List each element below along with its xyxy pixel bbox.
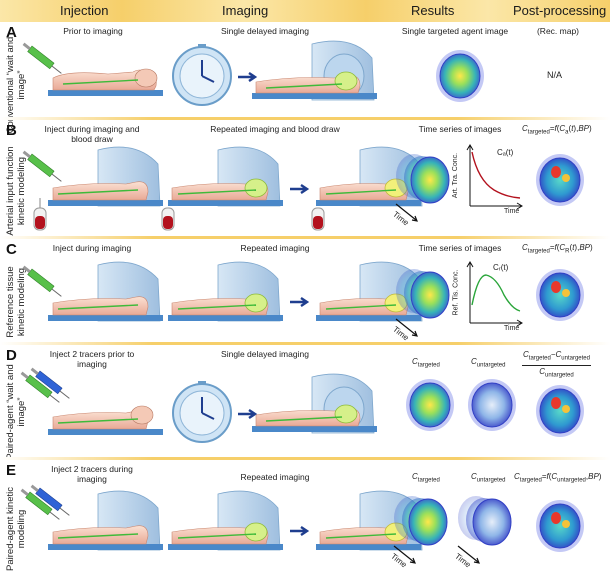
- results-caption: Time series of images: [418, 243, 502, 253]
- blood-tube-icon: [161, 207, 175, 231]
- arrow-icon: [238, 72, 258, 82]
- row-divider: [0, 457, 610, 460]
- syringe-icon: [22, 42, 62, 74]
- row-letter: A: [6, 24, 17, 41]
- arrow-icon: [238, 409, 258, 419]
- injection-caption: Inject 2 tracers prior to imaging: [49, 349, 135, 369]
- time-series-stack: [395, 269, 450, 337]
- injection-scene: [20, 367, 163, 435]
- results-caption: Single targeted agent image: [401, 26, 509, 36]
- row-a: A Conventional “wait and image” Prior to…: [0, 22, 610, 133]
- injection-scene: [22, 261, 163, 322]
- imaging-caption: Single delayed imaging: [221, 349, 309, 359]
- x-axis-label: Time: [504, 208, 520, 215]
- brain-map-icon: [406, 379, 454, 431]
- arrow-icon: [290, 297, 310, 307]
- row-divider: [0, 342, 610, 345]
- post-caption: (Rec. map): [536, 26, 580, 36]
- injection-scene: [22, 42, 163, 96]
- injection-scene: [22, 146, 163, 231]
- row-divider: [0, 117, 610, 120]
- result-untargeted-label: Cuntargeted: [471, 357, 506, 369]
- brain-map-icon: [410, 271, 450, 319]
- brain-map-icon: [468, 379, 516, 431]
- blood-tube-icon: [33, 198, 47, 231]
- row-divider: [0, 236, 610, 239]
- result-targeted-label: Ctargeted: [412, 472, 440, 484]
- row-b: B Arterial input function kinetic modeli…: [0, 120, 610, 236]
- injection-scene: [20, 484, 163, 551]
- scanner-scene: [252, 40, 377, 101]
- injection-caption: Inject during imaging and blood draw: [44, 124, 140, 144]
- curve-label: Cₐ(t): [497, 148, 514, 157]
- injection-caption: Inject during imaging: [52, 243, 132, 253]
- header-results: Results: [411, 3, 455, 18]
- row-letter: E: [6, 462, 17, 479]
- syringe-icon: [20, 371, 60, 403]
- syringe-icon: [20, 488, 60, 520]
- scanner-scene: [252, 373, 377, 434]
- row-d: D Paired-agent “wait and image” Inject 2…: [0, 345, 610, 460]
- brain-map-icon: [472, 498, 512, 546]
- curve-plot-icon: [466, 144, 523, 210]
- y-axis-label: Art. Tra. Conc.: [452, 152, 460, 199]
- row-e: E Paired-agent kinetic modeling Inject 2…: [0, 460, 610, 579]
- brain-map-icon: [536, 385, 584, 437]
- row-letter: D: [6, 347, 17, 364]
- curve-plot-icon: [466, 261, 523, 327]
- row-letter: B: [6, 122, 17, 139]
- brain-map-icon: [410, 156, 450, 204]
- blood-tube-icon: [311, 207, 325, 231]
- imaging-scene-1: [161, 146, 283, 231]
- imaging-caption: Single delayed imaging: [221, 26, 309, 36]
- patient-icon: [255, 71, 361, 94]
- row-letter: C: [6, 241, 17, 258]
- arrow-icon: [290, 184, 310, 194]
- header-imaging: Imaging: [222, 3, 269, 18]
- curve-label: Cᵣ(t): [493, 263, 509, 272]
- injection-caption: Prior to imaging: [63, 26, 123, 36]
- post-formula: Ctargeted=f(Cuntargeted,BP): [514, 472, 602, 484]
- header-post-processing: Post-processing: [513, 3, 607, 18]
- injection-caption: Inject 2 tracers during imaging: [51, 464, 133, 484]
- syringe-icon: [30, 367, 70, 399]
- time-series-stack: [395, 154, 450, 222]
- x-axis-label: Time: [504, 325, 520, 332]
- brain-map-icon: [536, 500, 584, 552]
- result-untargeted-label: Cuntargeted: [471, 472, 506, 484]
- header-bar: Injection Imaging Results Post-processin…: [0, 0, 610, 22]
- time-series-stack: [457, 496, 512, 564]
- row-label: Paired-agent kinetic modeling: [5, 487, 27, 571]
- brain-map-icon: [408, 498, 448, 546]
- imaging-caption: Repeated imaging: [240, 472, 310, 482]
- row-label: Paired-agent “wait and image”: [5, 364, 27, 460]
- brain-map-icon: [536, 154, 584, 206]
- time-series-stack: [393, 496, 448, 564]
- patient-icon: [48, 68, 163, 96]
- row-c: C Reference tissue kinetic modeling Inje…: [0, 239, 610, 342]
- result-targeted-label: Ctargeted: [412, 357, 440, 369]
- brain-map-icon: [536, 269, 584, 321]
- imaging-caption: Repeated imaging: [240, 243, 310, 253]
- post-formula: Ctargeted=f(CR(t),BP): [522, 243, 593, 255]
- syringe-icon: [30, 484, 70, 516]
- post-formula: Ctargeted−Cuntargeted Cuntargeted: [522, 350, 591, 379]
- row-label: Arterial input function kinetic modeling: [5, 146, 27, 236]
- imaging-caption: Repeated imaging and blood draw: [210, 124, 340, 134]
- syringe-icon: [22, 265, 62, 297]
- post-formula: Ctargeted=f(Ca(t),BP): [522, 124, 592, 136]
- arrow-icon: [290, 526, 310, 536]
- y-axis-label: Ref. Tis. Conc.: [452, 269, 460, 316]
- brain-map-icon: [436, 50, 484, 102]
- results-caption: Time series of images: [418, 124, 502, 134]
- clock-icon: [172, 381, 232, 443]
- syringe-icon: [22, 150, 62, 182]
- imaging-scene-1: [168, 490, 283, 551]
- not-applicable: N/A: [547, 70, 563, 80]
- header-injection: Injection: [60, 3, 109, 18]
- imaging-scene-1: [168, 261, 283, 322]
- clock-icon: [172, 44, 232, 106]
